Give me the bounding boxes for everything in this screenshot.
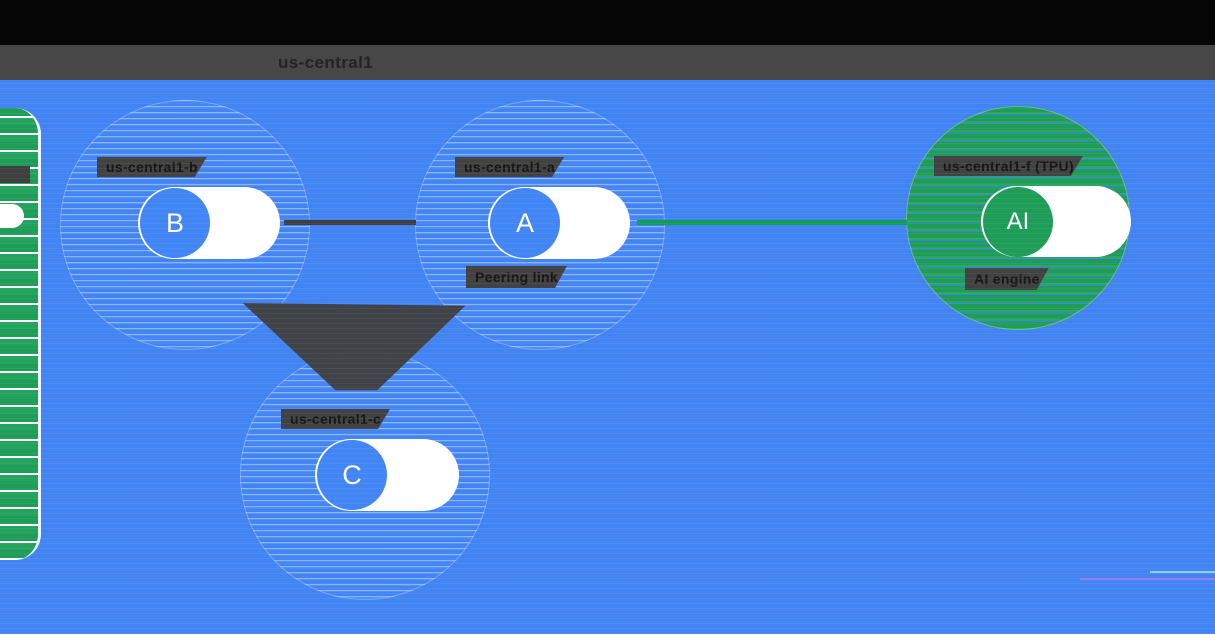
zone-label-b: us-central1-b (97, 157, 207, 177)
node-letter-ai: AI (1006, 208, 1030, 235)
node-letter-a: A (515, 207, 534, 238)
link-line-b-a (284, 220, 416, 225)
partial-zone-left (0, 108, 41, 560)
ai-caption: AI engine (965, 268, 1049, 290)
zone-label-c: us-central1-c (281, 409, 390, 429)
region-header-bar (0, 45, 1215, 80)
partial-zone-pill-stub (0, 204, 24, 228)
node-letter-c: C (342, 459, 362, 490)
node-letter-b: B (165, 207, 184, 238)
node-circle-a: A (490, 188, 560, 258)
bottom-white-strip (0, 634, 1215, 642)
partial-zone-label-stub (0, 166, 30, 183)
zone-label-a: us-central1-a (455, 157, 564, 177)
peering-line-a-ai (637, 220, 907, 225)
zone-label-ai: us-central1-f (TPU) (934, 156, 1083, 176)
top-black-strip (0, 0, 1215, 45)
peering-link-label: Peering link (466, 266, 567, 288)
node-circle-ai: AI (983, 187, 1053, 257)
node-circle-b: B (140, 188, 210, 258)
glitch-line-cyan (1150, 571, 1215, 573)
node-circle-c: C (317, 440, 387, 510)
region-title: us-central1 (278, 53, 374, 72)
glitch-line-purple (1080, 578, 1215, 580)
